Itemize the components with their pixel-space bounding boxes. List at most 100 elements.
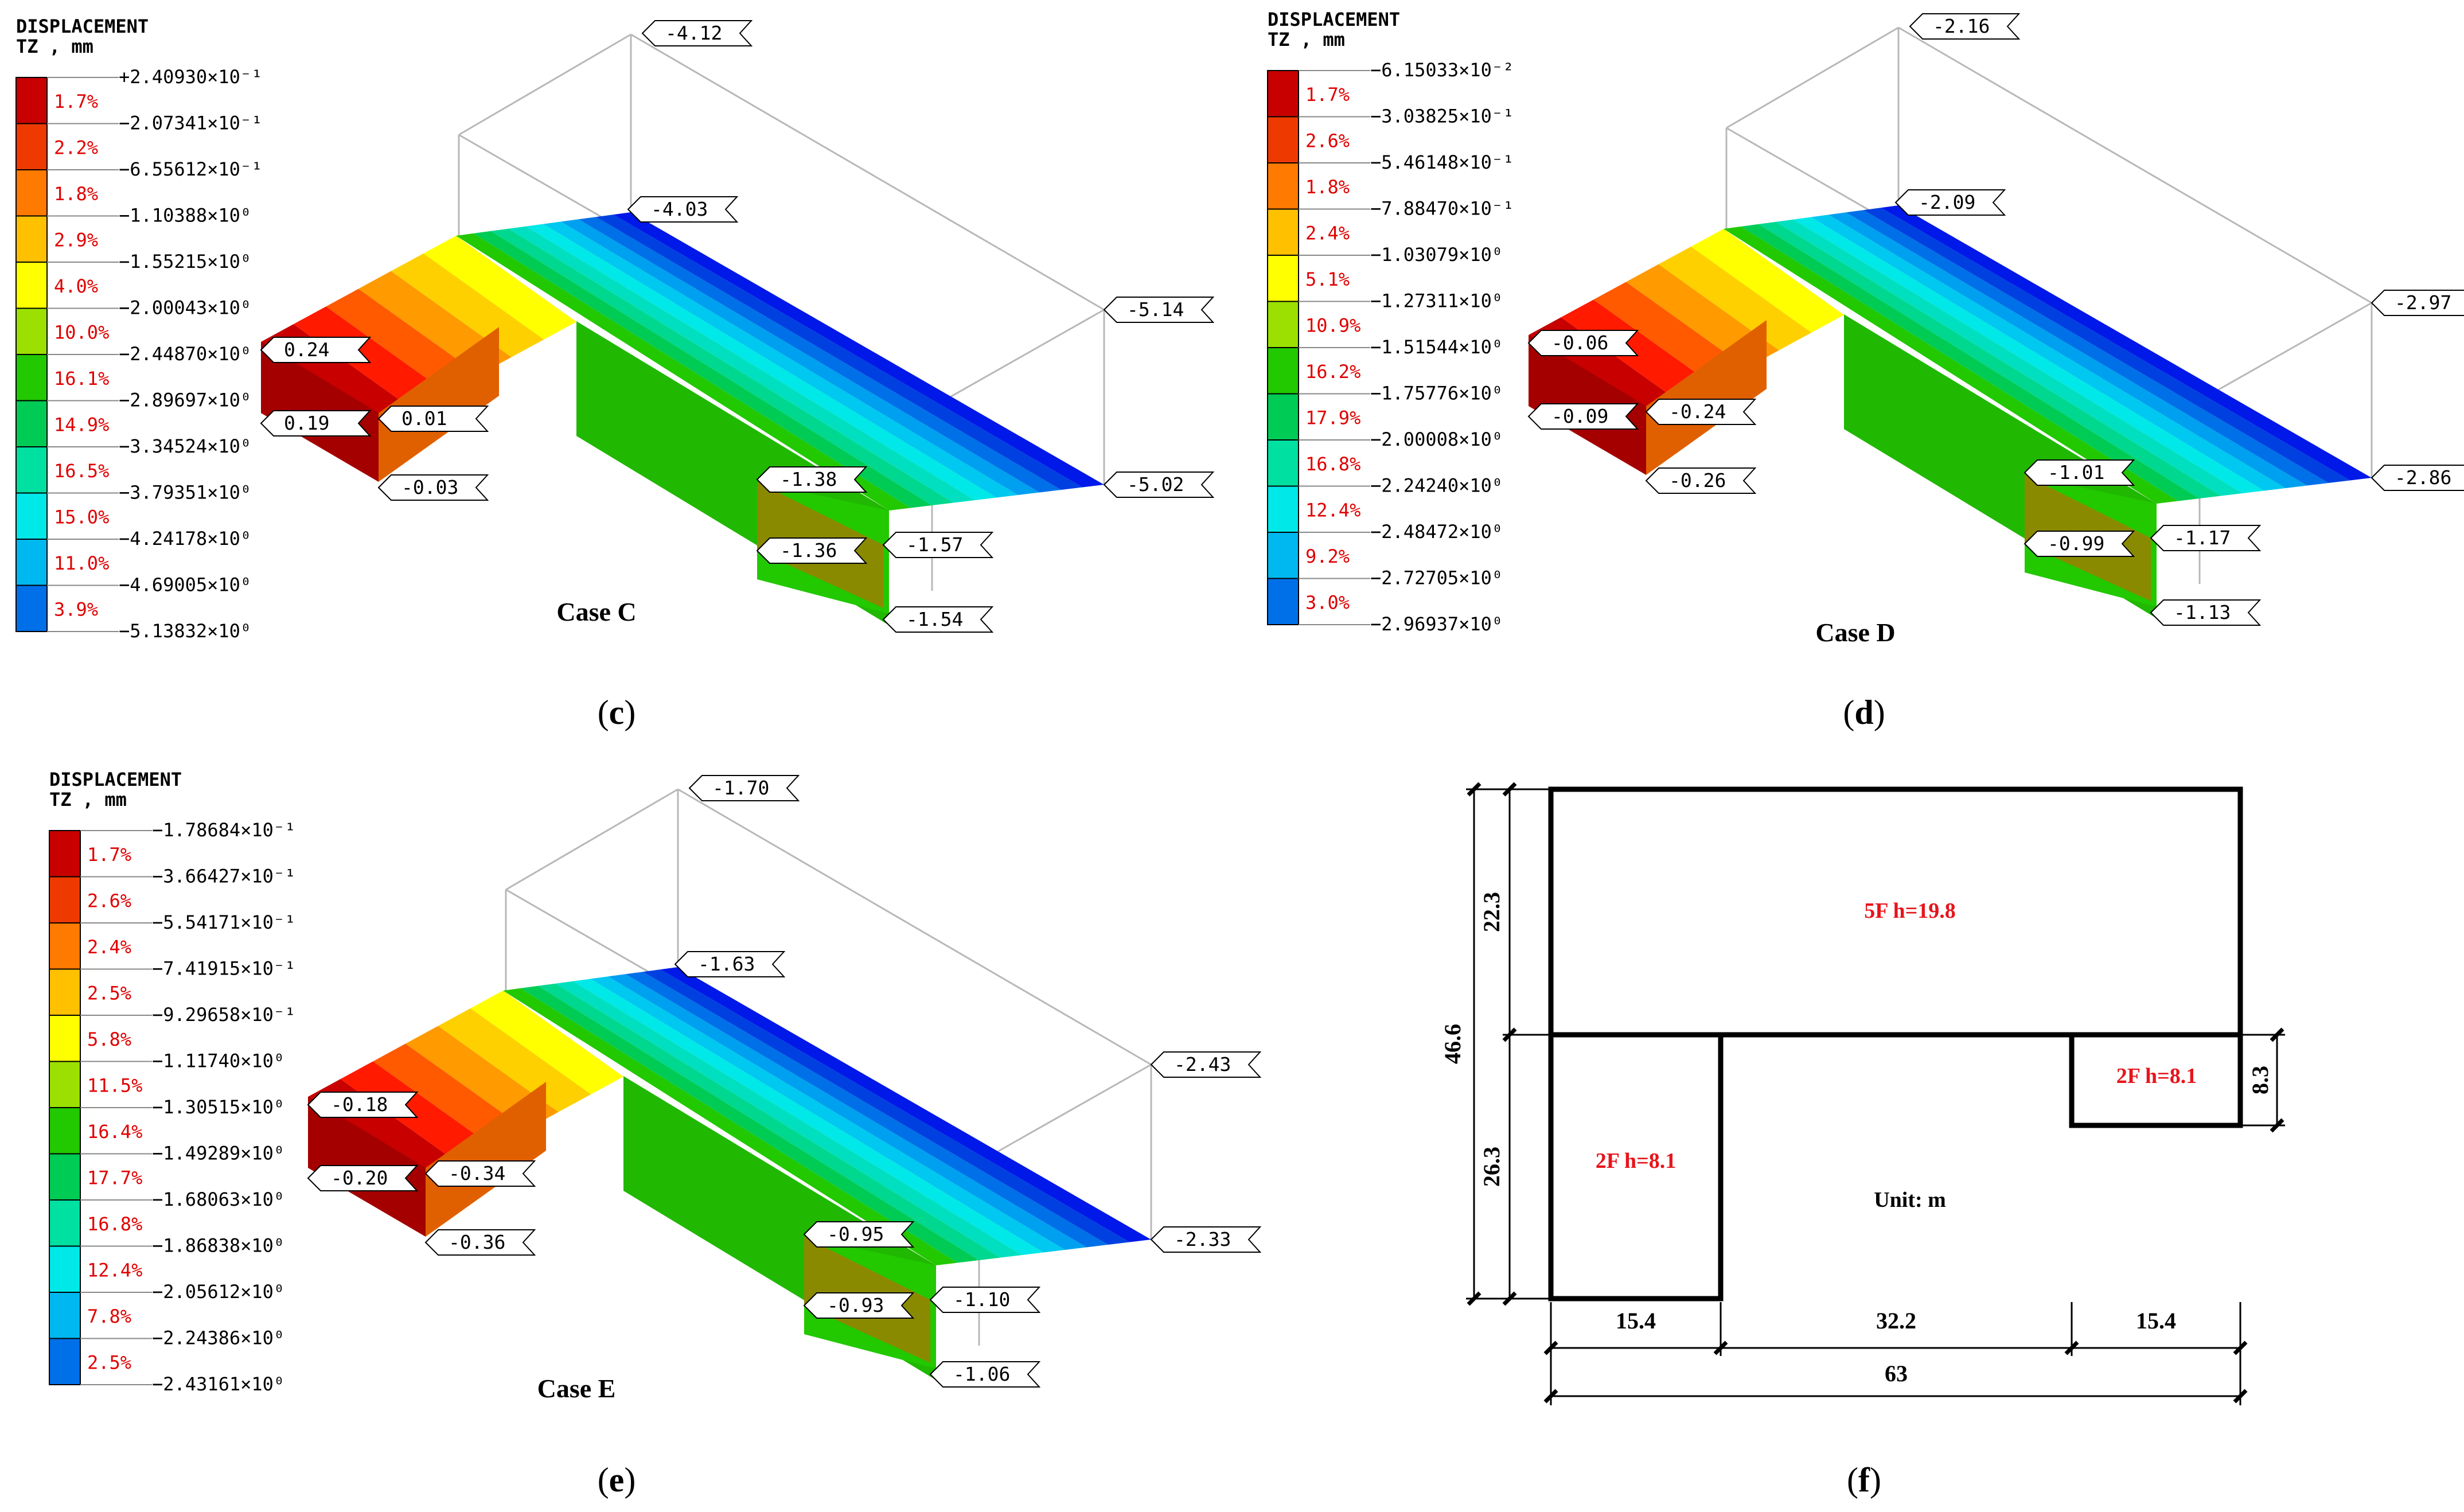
legend-percent: 16.4% [87, 1121, 142, 1143]
value-flag-text: -2.16 [1933, 15, 1990, 37]
main-band [1863, 208, 2350, 483]
wing-band [423, 236, 576, 340]
value-flag-text: 0.24 [284, 338, 329, 361]
legend-percent: 14.9% [54, 414, 109, 436]
main-band [491, 228, 954, 505]
legend-value: −1.55215×10⁰ [119, 251, 251, 272]
legend-percent: 15.0% [54, 506, 109, 528]
legend-swatch [49, 1061, 81, 1108]
legend-swatch [1267, 70, 1299, 118]
value-flag [627, 196, 739, 223]
value-flag-text: -1.36 [780, 539, 837, 562]
legend-percent: 2.2% [54, 137, 98, 159]
legend-value: −2.48472×10⁰ [1370, 521, 1503, 543]
plan-5f-block [1548, 786, 2243, 1038]
value-flag [2024, 459, 2135, 486]
legend-swatch [1267, 255, 1299, 302]
value-flag [803, 1292, 915, 1319]
plan-2f-right-block [2069, 1032, 2243, 1128]
value-flag-text: -5.02 [1127, 473, 1184, 496]
legend-subtitle: TZ , mm [16, 36, 93, 57]
legend-title: DISPLACEMENT [16, 15, 149, 37]
legend-value: −1.86838×10⁰ [152, 1235, 284, 1257]
value-flag [1645, 467, 1757, 494]
legend-swatch [1267, 301, 1299, 348]
legend-value: −1.11740×10⁰ [152, 1050, 284, 1072]
value-flag [2371, 465, 2464, 491]
legend-swatch [49, 1338, 81, 1385]
legend-swatch [1267, 485, 1299, 533]
model-outline [458, 33, 631, 136]
legend-percent: 2.5% [87, 1352, 131, 1374]
value-flag [2371, 290, 2464, 316]
main-band [1794, 217, 2264, 493]
value-flag [260, 337, 372, 363]
panel-floor-plan: 5F h=19.8 2F h=8.1 2F h=8.1 Unit: m [1440, 782, 2285, 1499]
value-flag [1103, 297, 1215, 323]
wing-band [340, 1061, 494, 1166]
main-band [1828, 212, 2307, 488]
legend-value: −2.96937×10⁰ [1370, 613, 1503, 635]
value-flag-text: -1.17 [2174, 527, 2231, 549]
model-outline [677, 788, 1152, 1066]
legend-swatch [49, 1153, 81, 1201]
main-band [1724, 226, 2178, 504]
value-flag-text: -0.99 [2048, 532, 2104, 555]
legend-swatch [15, 262, 48, 309]
legend-value: −7.41915×10⁻¹ [152, 958, 295, 980]
legend-swatch [49, 922, 81, 970]
legend-percent: 9.2% [1305, 545, 1350, 567]
plan-label-2f-left: 2F h=8.1 [1596, 1149, 1677, 1173]
model-outline [630, 33, 1105, 311]
legend-value: −6.15033×10⁻² [1370, 59, 1514, 81]
legend-swatch [1267, 439, 1299, 487]
main-band [520, 985, 979, 1263]
value-flag-text: -5.14 [1127, 298, 1184, 321]
legend-value: −2.44870×10⁰ [119, 343, 251, 365]
legend-value: −2.24386×10⁰ [152, 1327, 284, 1349]
legend-swatch [15, 584, 48, 632]
legend-swatch [15, 123, 48, 170]
subfigure-letter-e: e [609, 1461, 625, 1499]
legend-swatch [15, 539, 48, 586]
legend-swatch [49, 1015, 81, 1062]
value-flag-text: -2.97 [2395, 291, 2451, 314]
main-band [573, 979, 1044, 1255]
legend-value: −5.54171×10⁻¹ [152, 911, 295, 933]
value-flag [674, 951, 786, 977]
legend-swatch [1267, 578, 1299, 625]
legend-value: −1.27311×10⁰ [1370, 290, 1503, 312]
value-flag [1150, 1051, 1262, 1078]
main-band [596, 215, 1083, 490]
legend-value: −2.72705×10⁰ [1370, 567, 1503, 589]
value-flag [1103, 471, 1215, 498]
legend-percent: 7.8% [87, 1306, 131, 1327]
value-flag-text: -1.06 [953, 1363, 1010, 1385]
wing-band [1658, 246, 1812, 350]
legend-swatch [1267, 393, 1299, 441]
legend-swatch [15, 77, 48, 124]
subfigure-letter-f: f [1858, 1461, 1870, 1499]
value-flag [929, 1361, 1041, 1388]
main-band [578, 217, 1061, 493]
plan-dim-w1: 15.4 [1616, 1308, 1656, 1334]
value-flag-text: -2.86 [2395, 466, 2451, 489]
main-band [456, 233, 911, 511]
legend-value: −1.78684×10⁻¹ [152, 819, 295, 841]
value-flag [260, 410, 372, 437]
legend-swatch [15, 307, 48, 355]
legend-percent: 12.4% [1305, 500, 1360, 521]
wing-side-face [379, 327, 499, 482]
legend-percent: 1.7% [54, 91, 98, 112]
value-flag [307, 1165, 419, 1191]
main-band [526, 224, 997, 500]
value-flag [424, 1160, 536, 1187]
legend-swatch [49, 1245, 81, 1293]
value-flag-text: -0.06 [1551, 332, 1608, 354]
main-band [508, 226, 975, 503]
wing-band [1561, 299, 1714, 404]
case-label-d: Case D [1815, 618, 1895, 647]
legend-percent: 2.9% [54, 229, 98, 251]
